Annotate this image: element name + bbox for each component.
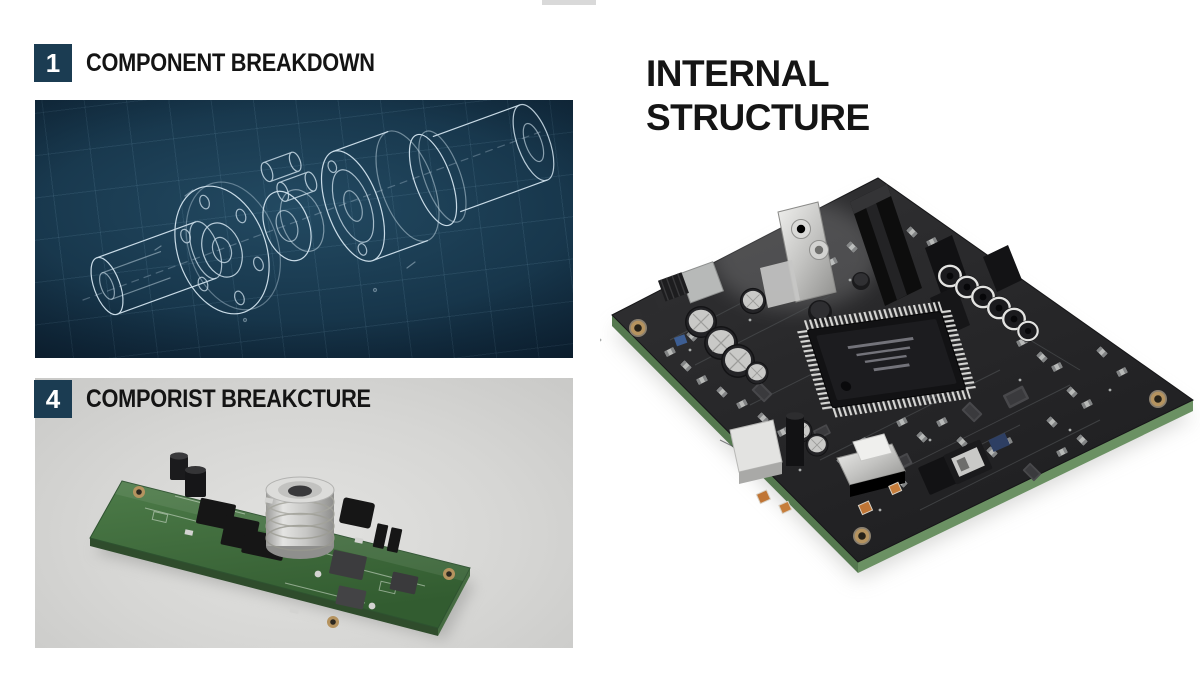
wireframe-flange-disc [174,181,281,315]
dark-pcb-illustration [600,177,1194,580]
wireframe-drum [320,130,440,262]
blueprint-vignette [35,100,573,358]
white-module-bottom-left [729,412,804,484]
green-pcb-illustration [89,452,475,640]
section-1-number-badge: 1 [34,44,72,82]
section-1-number: 1 [45,47,61,78]
wireframe-right-flange [408,130,467,227]
section-2-title: COMPORIST BREAKCTURE [86,385,371,413]
aluminum-bracket [760,201,837,308]
blueprint-panel [35,100,573,358]
green-pcb-ics [329,550,419,610]
silver-connectors-top-left [638,261,725,347]
top-edge-artifact [542,0,596,5]
wireframe-pins [260,151,318,202]
section-1-title: COMPONENT BREAKDOWN [86,49,375,77]
page-title-line1: INTERNAL [646,53,830,94]
wireframe-hub [262,189,325,262]
coupling-wireframe-illustration [82,103,555,323]
wireframe-annotation-marks [154,189,416,323]
wireframe-right-shaft [432,103,555,213]
section-2-number-badge: 4 [34,380,72,418]
qfp-chip [796,301,977,418]
green-pcb-coil-heatsink [265,476,335,559]
wireframe-left-shaft [90,220,223,316]
section-2-number: 4 [45,383,61,414]
green-pcb-mounting-holes [133,486,455,628]
qfp-chip-markings [847,337,914,372]
components-bottom-right [918,432,1011,495]
page-title-line2: STRUCTURE [646,97,870,138]
page-title: INTERNAL STRUCTURE [646,52,870,140]
aluminum-block-bottom [836,433,906,497]
green-pcb-capacitors [170,452,206,497]
green-pcb-smd-parts [184,497,376,614]
dark-pcb-edge-right [858,400,1193,573]
green-pcb-photo-panel [35,378,573,648]
tantalum-caps [755,481,903,516]
